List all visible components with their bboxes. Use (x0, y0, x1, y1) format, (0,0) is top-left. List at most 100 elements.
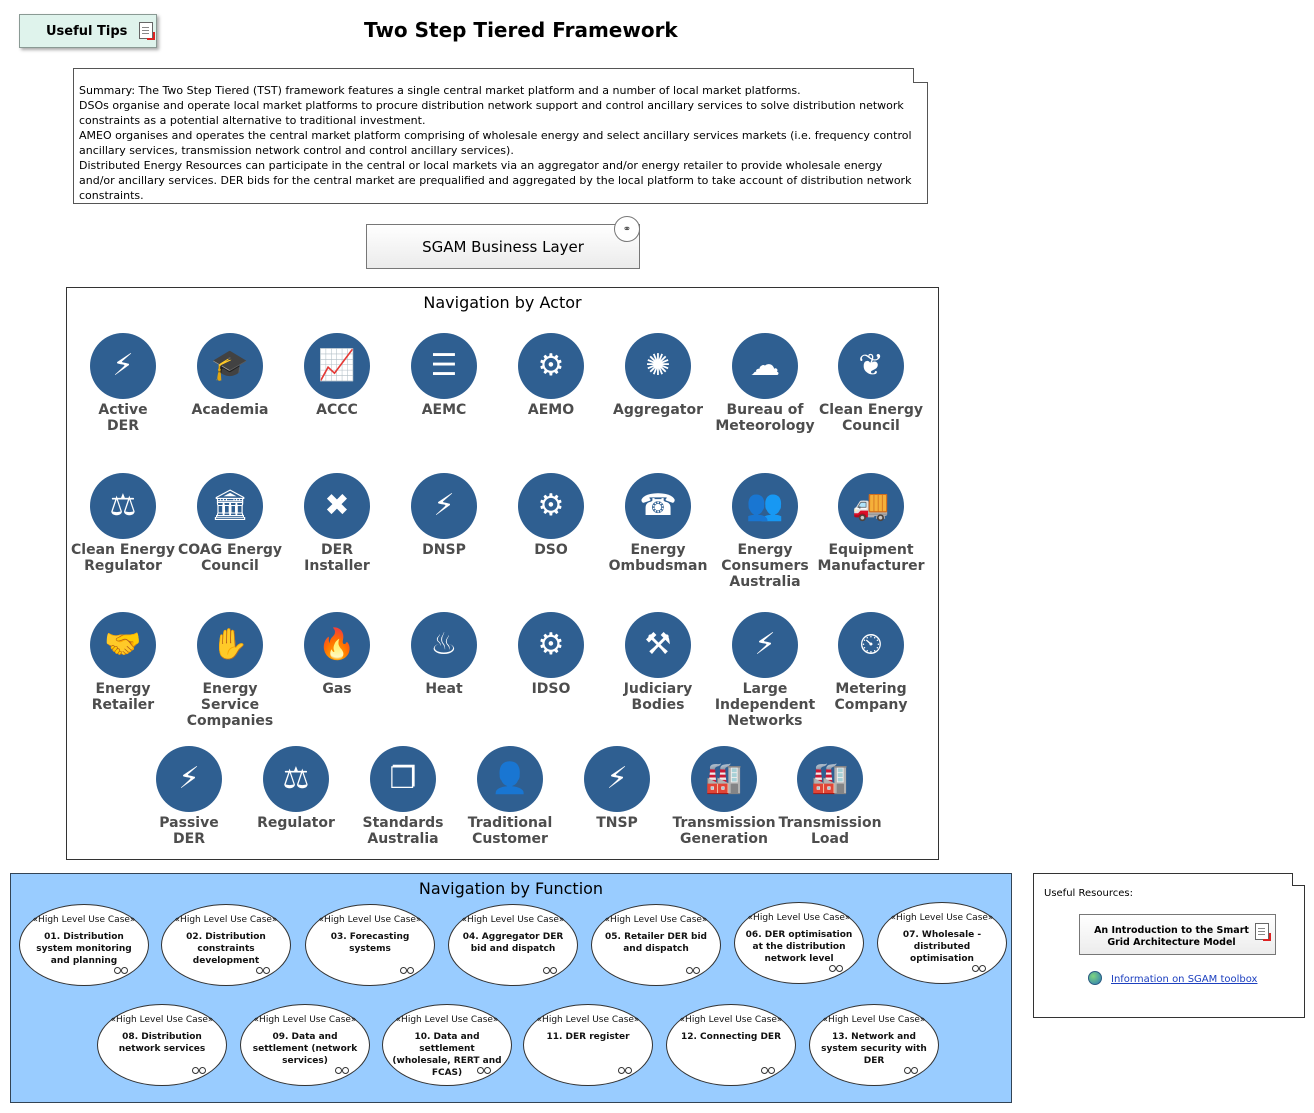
use-case-stereotype: «High Level Use Case» (461, 915, 565, 925)
actor-label: AEMC (421, 402, 467, 418)
actor-label: TNSP (596, 815, 638, 831)
navigation-by-actor-panel: Navigation by Actor ⚡Active DER🎓Academia… (66, 287, 939, 860)
transmission-tower-icon: ⚡ (584, 746, 650, 812)
actor-transmission-load[interactable]: 🏭Transmission Load (775, 746, 885, 847)
document-icon (139, 22, 155, 40)
actor-gas[interactable]: 🔥Gas (282, 612, 392, 697)
actor-active-der[interactable]: ⚡Active DER (68, 333, 178, 434)
gear-pylon-icon: ⚙ (518, 473, 584, 539)
use-case-4[interactable]: «High Level Use Case»04. Aggregator DER … (448, 904, 578, 986)
link-icon (477, 1067, 491, 1074)
use-case-11[interactable]: «High Level Use Case»11. DER register (523, 1004, 653, 1086)
use-case-label: 01. Distribution system monitoring and p… (36, 932, 132, 966)
actor-dso[interactable]: ⚙DSO (496, 473, 606, 558)
trend-chart-icon: 📈 (304, 333, 370, 399)
actor-label: Energy Retailer (91, 681, 155, 713)
use-case-5[interactable]: «High Level Use Case»05. Retailer DER bi… (591, 904, 721, 986)
actor-clean-energy-council[interactable]: ❦Clean Energy Council (816, 333, 926, 434)
hub-icon: ✺ (625, 333, 691, 399)
use-case-7[interactable]: «High Level Use Case»07. Wholesale - dis… (877, 902, 1007, 984)
actor-label: Judiciary Bodies (623, 681, 693, 713)
actor-aggregator[interactable]: ✺Aggregator (603, 333, 713, 418)
use-case-1[interactable]: «High Level Use Case» 01. Distribution sy… (19, 904, 149, 986)
person-icon: 👤 (477, 746, 543, 812)
use-case-12[interactable]: «High Level Use Case»12. Connecting DER (666, 1004, 796, 1086)
actor-regulator[interactable]: ⚖Regulator (241, 746, 351, 831)
use-case-13[interactable]: «High Level Use Case»13. Network and sys… (809, 1004, 939, 1086)
useful-resources-note: Useful Resources: An Introduction to the… (1033, 873, 1305, 1018)
actor-passive-der[interactable]: ⚡Passive DER (134, 746, 244, 847)
actor-aemc[interactable]: ☰AEMC (389, 333, 499, 418)
actor-accc[interactable]: 📈ACCC (282, 333, 392, 418)
use-case-3[interactable]: «High Level Use Case»03. Forecasting sys… (305, 904, 435, 986)
actor-energy-service-companies[interactable]: ✋Energy Service Companies (175, 612, 285, 729)
factory-icon: 🏭 (797, 746, 863, 812)
link-icon (192, 1067, 206, 1074)
actor-idso[interactable]: ⚙IDSO (496, 612, 606, 697)
use-case-stereotype: «High Level Use Case» (32, 915, 136, 925)
actor-metering-company[interactable]: ⏲Metering Company (816, 612, 926, 713)
document-icon (1255, 923, 1271, 941)
link-badge-icon: ⚭ (614, 216, 640, 242)
link-icon (114, 967, 128, 974)
use-case-label: 02. Distribution constraints development (186, 932, 266, 966)
link-icon (904, 1067, 918, 1074)
use-case-10[interactable]: «High Level Use Case»10. Data and settle… (382, 1004, 512, 1086)
note-fold-corner (913, 68, 928, 83)
sgam-toolbox-link[interactable]: Information on SGAM toolbox (1111, 974, 1258, 985)
actor-traditional-customer[interactable]: 👤Traditional Customer (455, 746, 565, 847)
tools-icon: ✖ (304, 473, 370, 539)
use-case-label: 10. Data and settlement (wholesale, RERT… (392, 1032, 502, 1078)
navigation-by-function-heading: Navigation by Function (418, 879, 604, 898)
actor-der-installer[interactable]: ✖DER Installer (282, 473, 392, 574)
actor-transmission-generation[interactable]: 🏭Transmission Generation (669, 746, 779, 847)
actor-academia[interactable]: 🎓 Academia (175, 333, 285, 418)
scales-icon: ⚖ (90, 473, 156, 539)
sgam-intro-document-button[interactable]: An Introduction to the Smart Grid Archit… (1079, 914, 1276, 955)
truck-icon: 🚚 (838, 473, 904, 539)
actor-label: Energy Consumers Australia (721, 542, 809, 590)
actor-label: AEMO (527, 402, 575, 418)
gavel-icon: ⚒ (625, 612, 691, 678)
actor-label: Equipment Manufacturer (817, 542, 925, 574)
actor-standards-australia[interactable]: ❐Standards Australia (348, 746, 458, 847)
use-case-label: 09. Data and settlement (network service… (252, 1032, 358, 1066)
link-icon (543, 967, 557, 974)
actor-energy-ombudsman[interactable]: ☎Energy Ombudsman (603, 473, 713, 574)
actor-dnsp[interactable]: ⚡DNSP (389, 473, 499, 558)
use-case-stereotype: «High Level Use Case» (679, 1015, 783, 1025)
actor-tnsp[interactable]: ⚡ TNSP (562, 746, 672, 831)
graduation-cap-icon: 🎓 (197, 333, 263, 399)
use-case-8[interactable]: «High Level Use Case»08. Distribution ne… (97, 1004, 227, 1086)
link-icon (972, 965, 986, 972)
twin-pylon-icon: ⚡ (732, 612, 798, 678)
link-icon (686, 967, 700, 974)
actor-judiciary-bodies[interactable]: ⚒Judiciary Bodies (603, 612, 713, 713)
actor-label: Bureau of Meteorology (715, 402, 815, 434)
page-title: Two Step Tiered Framework (364, 18, 678, 42)
pylon-icon: ⚡ (411, 473, 477, 539)
actor-energy-retailer[interactable]: 🤝Energy Retailer (68, 612, 178, 713)
actor-bureau-of-meteorology[interactable]: ☁Bureau of Meteorology (710, 333, 820, 434)
use-case-6[interactable]: «High Level Use Case»06. DER optimisatio… (734, 902, 864, 984)
summary-line: Summary: The Two Step Tiered (TST) frame… (79, 84, 801, 97)
actor-label: Passive DER (159, 815, 219, 847)
actor-energy-consumers-australia[interactable]: 👥Energy Consumers Australia (710, 473, 820, 590)
scales-person-icon: ⚖ (263, 746, 329, 812)
actor-large-independent-networks[interactable]: ⚡Large Independent Networks (710, 612, 820, 729)
actor-coag-energy-council[interactable]: 🏛COAG Energy Council (175, 473, 285, 574)
heat-waves-icon: ♨ (411, 612, 477, 678)
use-case-9[interactable]: «High Level Use Case»09. Data and settle… (240, 1004, 370, 1086)
summary-line: Distributed Energy Resources can partici… (79, 159, 912, 202)
useful-tips-button[interactable]: Useful Tips (19, 14, 157, 48)
sgam-intro-document-label: An Introduction to the Smart Grid Archit… (1094, 925, 1249, 948)
use-case-2[interactable]: «High Level Use Case»02. Distribution co… (161, 904, 291, 986)
actor-clean-energy-regulator[interactable]: ⚖Clean Energy Regulator (68, 473, 178, 574)
actor-label: Academia (191, 402, 269, 418)
sgam-business-layer-button[interactable]: SGAM Business Layer (366, 224, 640, 269)
actor-aemo[interactable]: ⚙AEMO (496, 333, 606, 418)
actor-equipment-manufacturer[interactable]: 🚚Equipment Manufacturer (816, 473, 926, 574)
handshake-icon: 🤝 (90, 612, 156, 678)
actor-heat[interactable]: ♨Heat (389, 612, 499, 697)
actor-label: Clean Energy Regulator (71, 542, 175, 574)
